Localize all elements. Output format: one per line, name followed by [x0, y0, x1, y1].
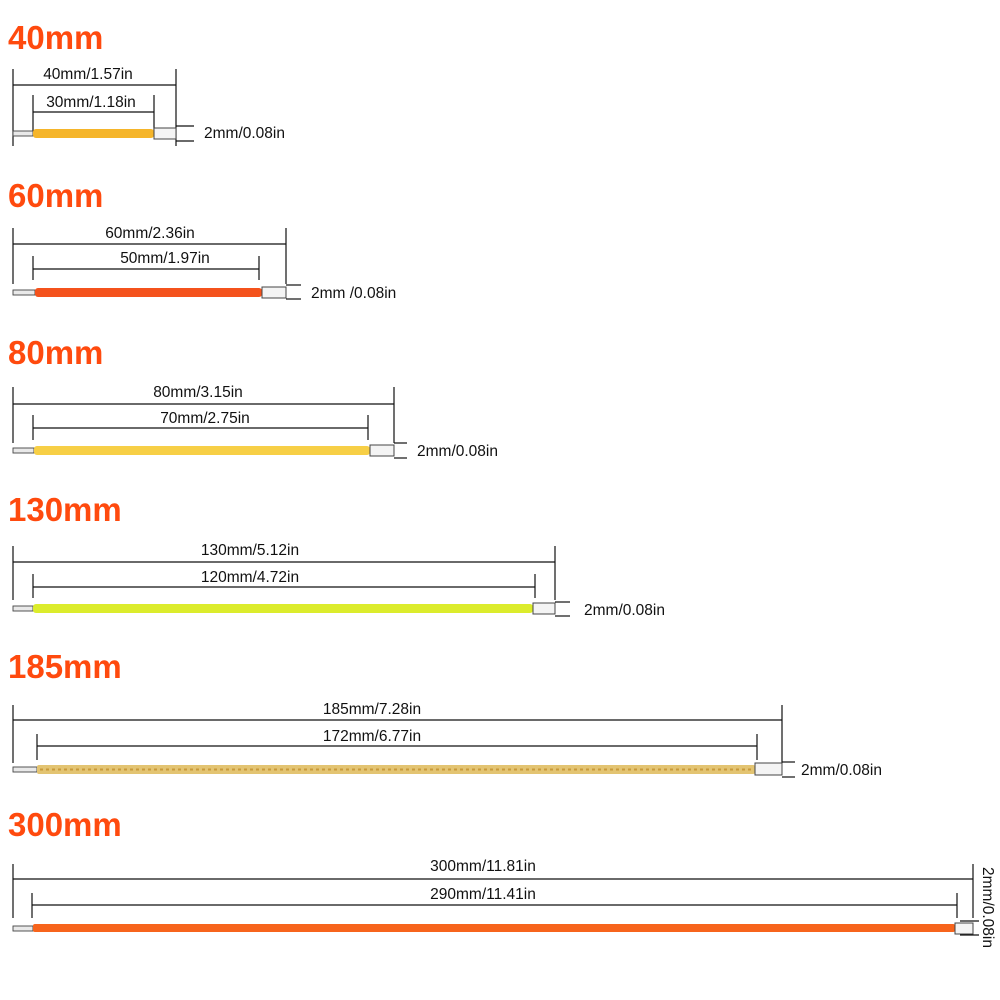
left-pin: [12, 925, 34, 932]
filament-section-60mm: 60mm 60mm/2.36in 50mm/1.97in 2mm /0.08in: [8, 177, 396, 302]
right-connector: [532, 602, 556, 615]
section-title: 80mm: [8, 334, 103, 371]
section-title: 60mm: [8, 177, 103, 214]
section-title: 185mm: [8, 648, 122, 685]
inner-dimension-label: 120mm/4.72in: [201, 569, 299, 586]
right-connector: [261, 286, 287, 299]
outer-dimension-label: 60mm/2.36in: [105, 225, 195, 242]
filament-section-80mm: 80mm 80mm/3.15in 70mm/2.75in 2mm/0.08in: [8, 334, 498, 460]
width-dimension-label: 2mm /0.08in: [311, 285, 396, 302]
left-pin: [12, 447, 35, 454]
inner-dimension-label: 30mm/1.18in: [46, 94, 136, 111]
right-connector: [754, 762, 783, 776]
outer-dimension-label: 130mm/5.12in: [201, 542, 299, 559]
left-pin: [12, 130, 34, 137]
section-title: 300mm: [8, 806, 122, 843]
left-pin: [12, 605, 34, 612]
inner-dimension-label: 50mm/1.97in: [120, 250, 210, 267]
filament-strip: [35, 288, 262, 297]
inner-dimension-label: 70mm/2.75in: [160, 410, 250, 427]
left-pin: [12, 766, 38, 773]
width-dimension-label: 2mm/0.08in: [801, 762, 882, 779]
width-dimension-label: 2mm/0.08in: [417, 443, 498, 460]
filament-strip: [33, 604, 533, 613]
width-dimension-label: 2mm/0.08in: [584, 602, 665, 619]
filament-section-130mm: 130mm 130mm/5.12in 120mm/4.72in 2mm/0.08…: [8, 491, 665, 619]
left-pin: [12, 289, 36, 296]
filament-section-185mm: 185mm 185mm/7.28in 172mm/6.77in 2mm/0.08…: [8, 648, 882, 779]
filament-section-300mm: 300mm 300mm/11.81in 290mm/11.41in 2mm/0.…: [8, 806, 996, 948]
filament-strip: [33, 129, 154, 138]
outer-dimension-label: 185mm/7.28in: [323, 701, 421, 718]
inner-dimension-label: 172mm/6.77in: [323, 728, 421, 745]
outer-dimension-label: 80mm/3.15in: [153, 384, 243, 401]
width-dimension-label: 2mm/0.08in: [204, 125, 285, 142]
filament-section-40mm: 40mm 40mm/1.57in 30mm/1.18in 2mm/0.08in: [8, 19, 285, 146]
right-connector: [369, 444, 395, 457]
section-title: 130mm: [8, 491, 122, 528]
outer-dimension-label: 300mm/11.81in: [430, 858, 536, 875]
filament-strip: [33, 924, 955, 932]
inner-dimension-label: 290mm/11.41in: [430, 886, 536, 903]
outer-dimension-label: 40mm/1.57in: [43, 66, 133, 83]
filament-strip: [34, 446, 370, 455]
right-connector: [954, 922, 974, 935]
right-connector: [153, 127, 177, 140]
width-dimension-label: 2mm/0.08in: [979, 867, 996, 948]
section-title: 40mm: [8, 19, 103, 56]
